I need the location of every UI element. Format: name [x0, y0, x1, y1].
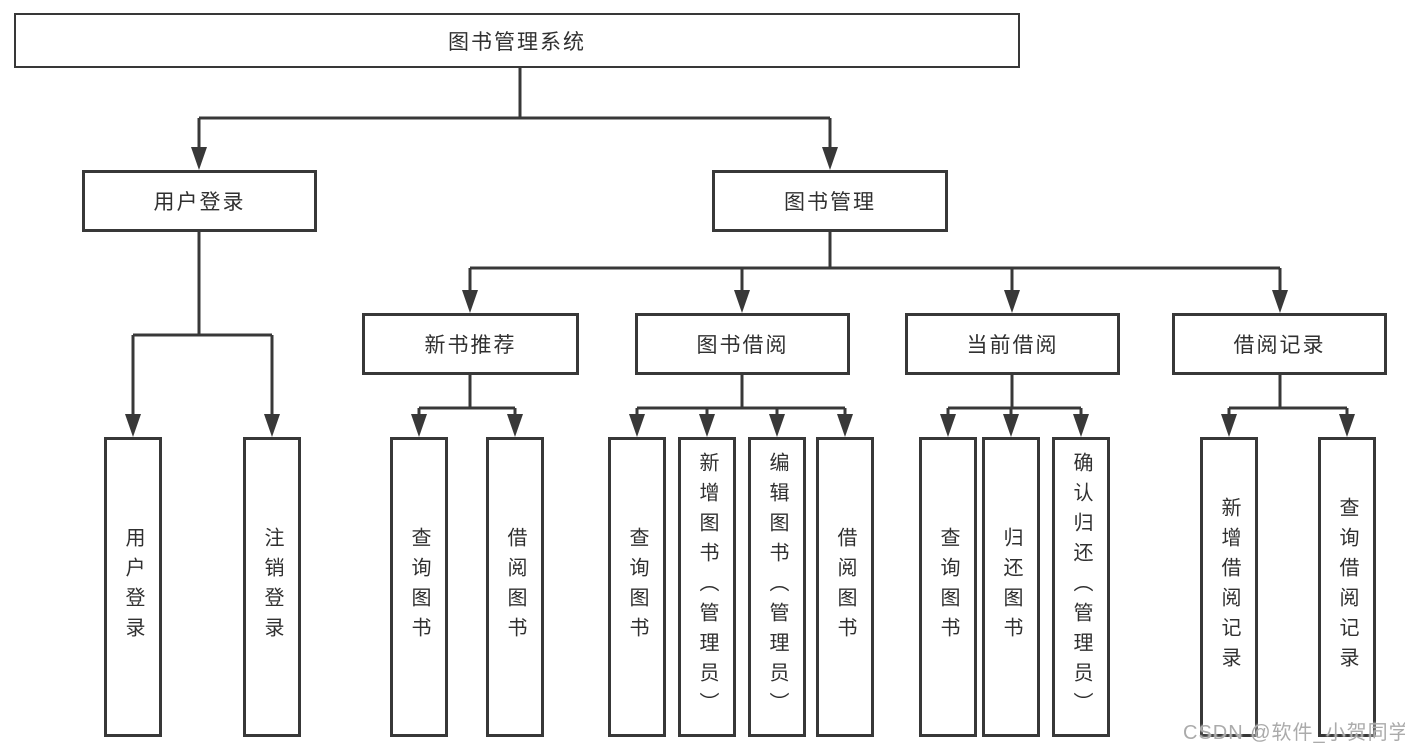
node-root: 图书管理系统 — [14, 13, 1020, 68]
leaf-query-borrow-record: 查询借阅记录 — [1318, 437, 1376, 737]
leaf-add-book-admin: 新增图书（管理员） — [678, 437, 736, 737]
node-root-label: 图书管理系统 — [448, 30, 586, 54]
leaf-edit-book-admin: 编辑图书（管理员） — [748, 437, 806, 737]
leaf-borrow-books-recommend-label: 借阅图书 — [504, 527, 526, 647]
leaf-query-books-borrowing-label: 查询图书 — [626, 527, 648, 647]
leaf-edit-book-admin-label: 编辑图书（管理员） — [766, 452, 788, 722]
leaf-return-books-label: 归还图书 — [1000, 527, 1022, 647]
leaf-confirm-return-admin-label: 确认归还（管理员） — [1070, 452, 1092, 722]
node-current-borrowing: 当前借阅 — [905, 313, 1120, 375]
leaf-user-login: 用户登录 — [104, 437, 162, 737]
leaf-logout: 注销登录 — [243, 437, 301, 737]
node-user-login-label: 用户登录 — [153, 191, 246, 214]
leaf-query-books-recommend-label: 查询图书 — [408, 527, 430, 647]
leaf-query-books-current-label: 查询图书 — [937, 527, 959, 647]
node-new-book-recommendation-label: 新书推荐 — [424, 334, 517, 357]
leaf-confirm-return-admin: 确认归还（管理员） — [1052, 437, 1110, 737]
leaf-add-borrow-record-label: 新增借阅记录 — [1218, 497, 1240, 677]
leaf-query-books-borrowing: 查询图书 — [608, 437, 666, 737]
node-book-borrowing-label: 图书借阅 — [696, 334, 789, 357]
leaf-borrow-books-borrowing: 借阅图书 — [816, 437, 874, 737]
node-user-login: 用户登录 — [82, 170, 317, 232]
node-borrowing-records: 借阅记录 — [1172, 313, 1387, 375]
leaf-query-books-recommend: 查询图书 — [390, 437, 448, 737]
node-book-borrowing: 图书借阅 — [635, 313, 850, 375]
node-new-book-recommendation: 新书推荐 — [362, 313, 579, 375]
leaf-borrow-books-borrowing-label: 借阅图书 — [834, 527, 856, 647]
leaf-add-book-admin-label: 新增图书（管理员） — [696, 452, 718, 722]
leaf-logout-label: 注销登录 — [261, 527, 283, 647]
node-current-borrowing-label: 当前借阅 — [966, 334, 1059, 357]
leaf-borrow-books-recommend: 借阅图书 — [486, 437, 544, 737]
node-borrowing-records-label: 借阅记录 — [1233, 334, 1326, 357]
leaf-query-borrow-record-label: 查询借阅记录 — [1336, 497, 1358, 677]
leaf-add-borrow-record: 新增借阅记录 — [1200, 437, 1258, 737]
node-book-management-label: 图书管理 — [784, 191, 876, 214]
leaf-query-books-current: 查询图书 — [919, 437, 977, 737]
leaf-return-books: 归还图书 — [982, 437, 1040, 737]
leaf-user-login-label: 用户登录 — [122, 527, 144, 647]
arrowheads — [125, 147, 1355, 437]
csdn-watermark: CSDN @软件_小贺同学 — [1183, 722, 1405, 744]
node-book-management: 图书管理 — [712, 170, 948, 232]
